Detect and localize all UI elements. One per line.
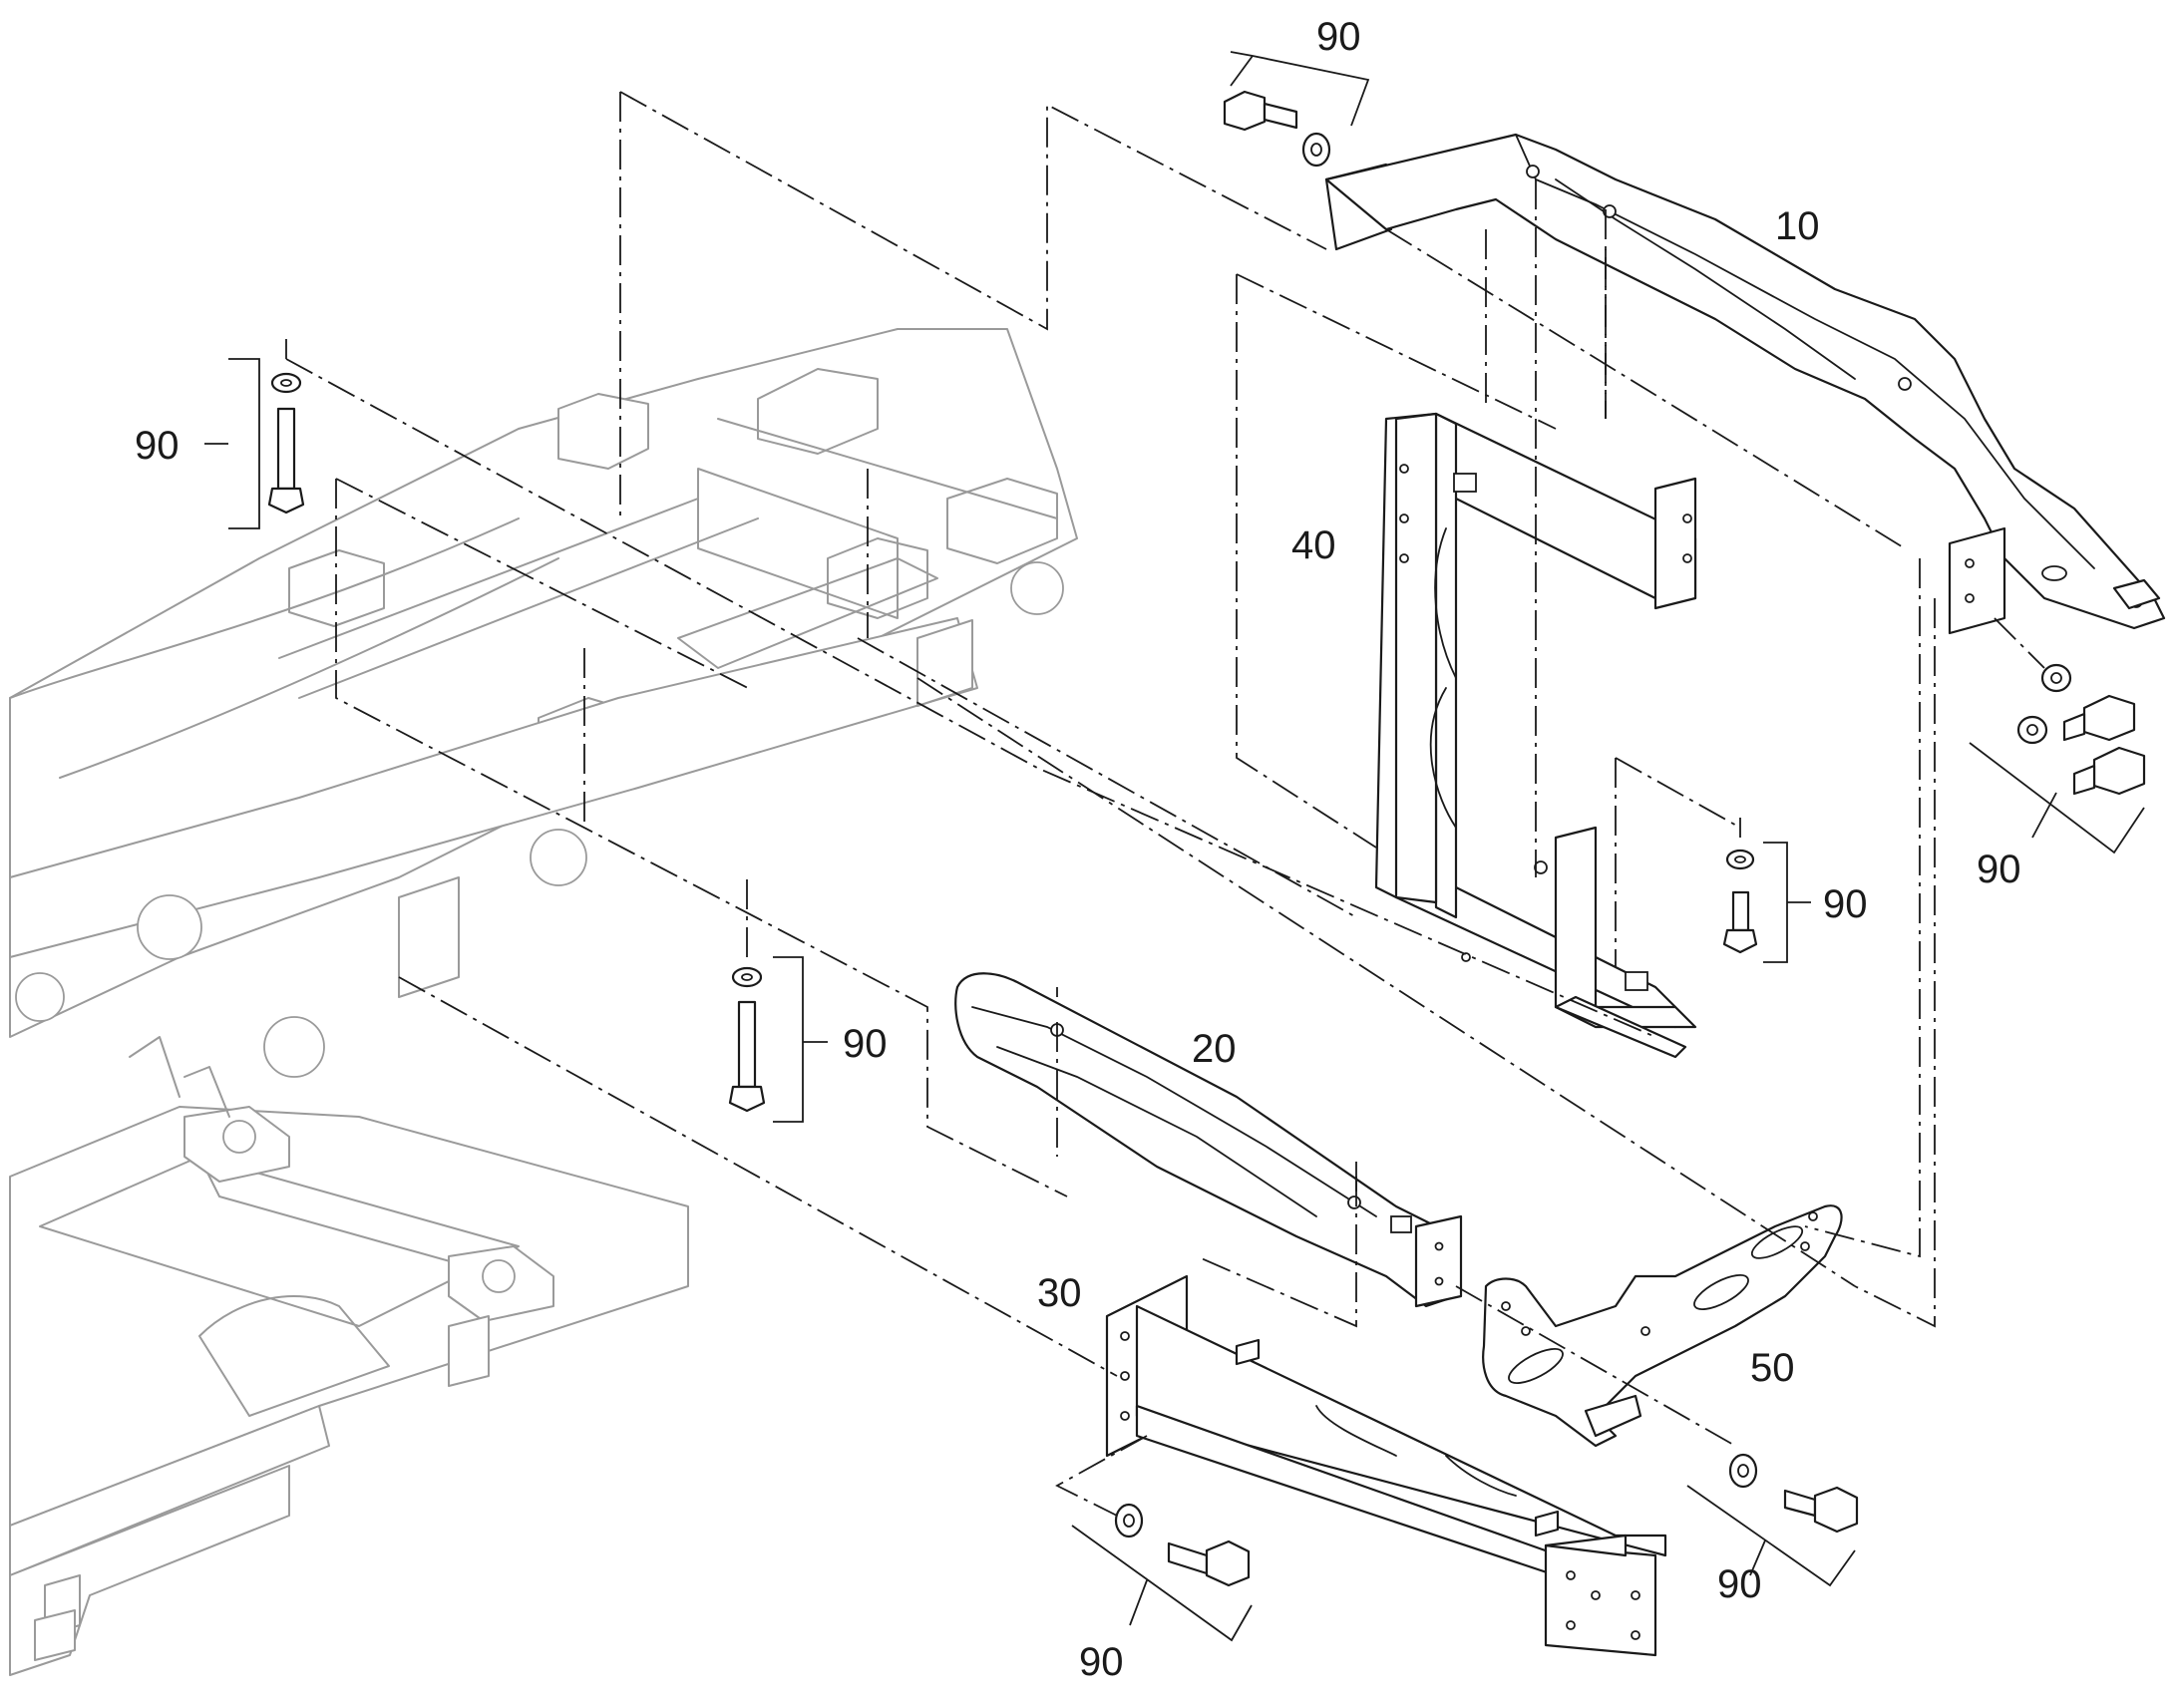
callout-part-30: 30: [1037, 1271, 1082, 1315]
part-20-middle-bracket: [954, 972, 1463, 1308]
machine-main-frame: [9, 328, 1078, 1078]
bolt-washer-top: [1223, 90, 1331, 168]
machine-lower-chassis: [9, 1036, 689, 1676]
callout-part-50: 50: [1750, 1346, 1795, 1390]
part-50-side-plate: [1482, 1204, 1843, 1448]
callout-fastener-bottom-left: 90: [1079, 1640, 1124, 1684]
assembly-phantom-lines: [285, 91, 2045, 1517]
bolt-washer-bottom-left: [1114, 1503, 1251, 1587]
callout-fastener-top: 90: [1316, 15, 1361, 59]
callout-part-40: 40: [1291, 523, 1336, 567]
callout-fastener-left: 90: [135, 424, 180, 468]
callout-fastener-mid-right: 90: [1823, 882, 1868, 926]
bolt-washer-right: [2016, 663, 2146, 796]
bolt-washer-mid-right: [1722, 849, 1758, 954]
callout-labels: 10 20 30 40 50 90 90 90 90 90 90 90: [135, 15, 2021, 1684]
callout-part-20: 20: [1192, 1027, 1237, 1071]
callout-part-10: 10: [1775, 204, 1820, 248]
part-30-lower-bracket: [1105, 1274, 1667, 1657]
part-40-frame-bracket: [1374, 412, 1697, 1059]
callout-fastener-bottom-right: 90: [1717, 1562, 1762, 1606]
part-10-upper-bracket: [1324, 133, 2166, 635]
leader-brackets: [204, 51, 2145, 1642]
bolt-washer-center: [728, 966, 766, 1113]
bolt-washer-bottom-right: [1728, 1453, 1859, 1534]
bolt-washer-left: [267, 372, 305, 514]
callout-fastener-center: 90: [843, 1022, 888, 1066]
callout-fastener-right: 90: [1977, 848, 2021, 891]
